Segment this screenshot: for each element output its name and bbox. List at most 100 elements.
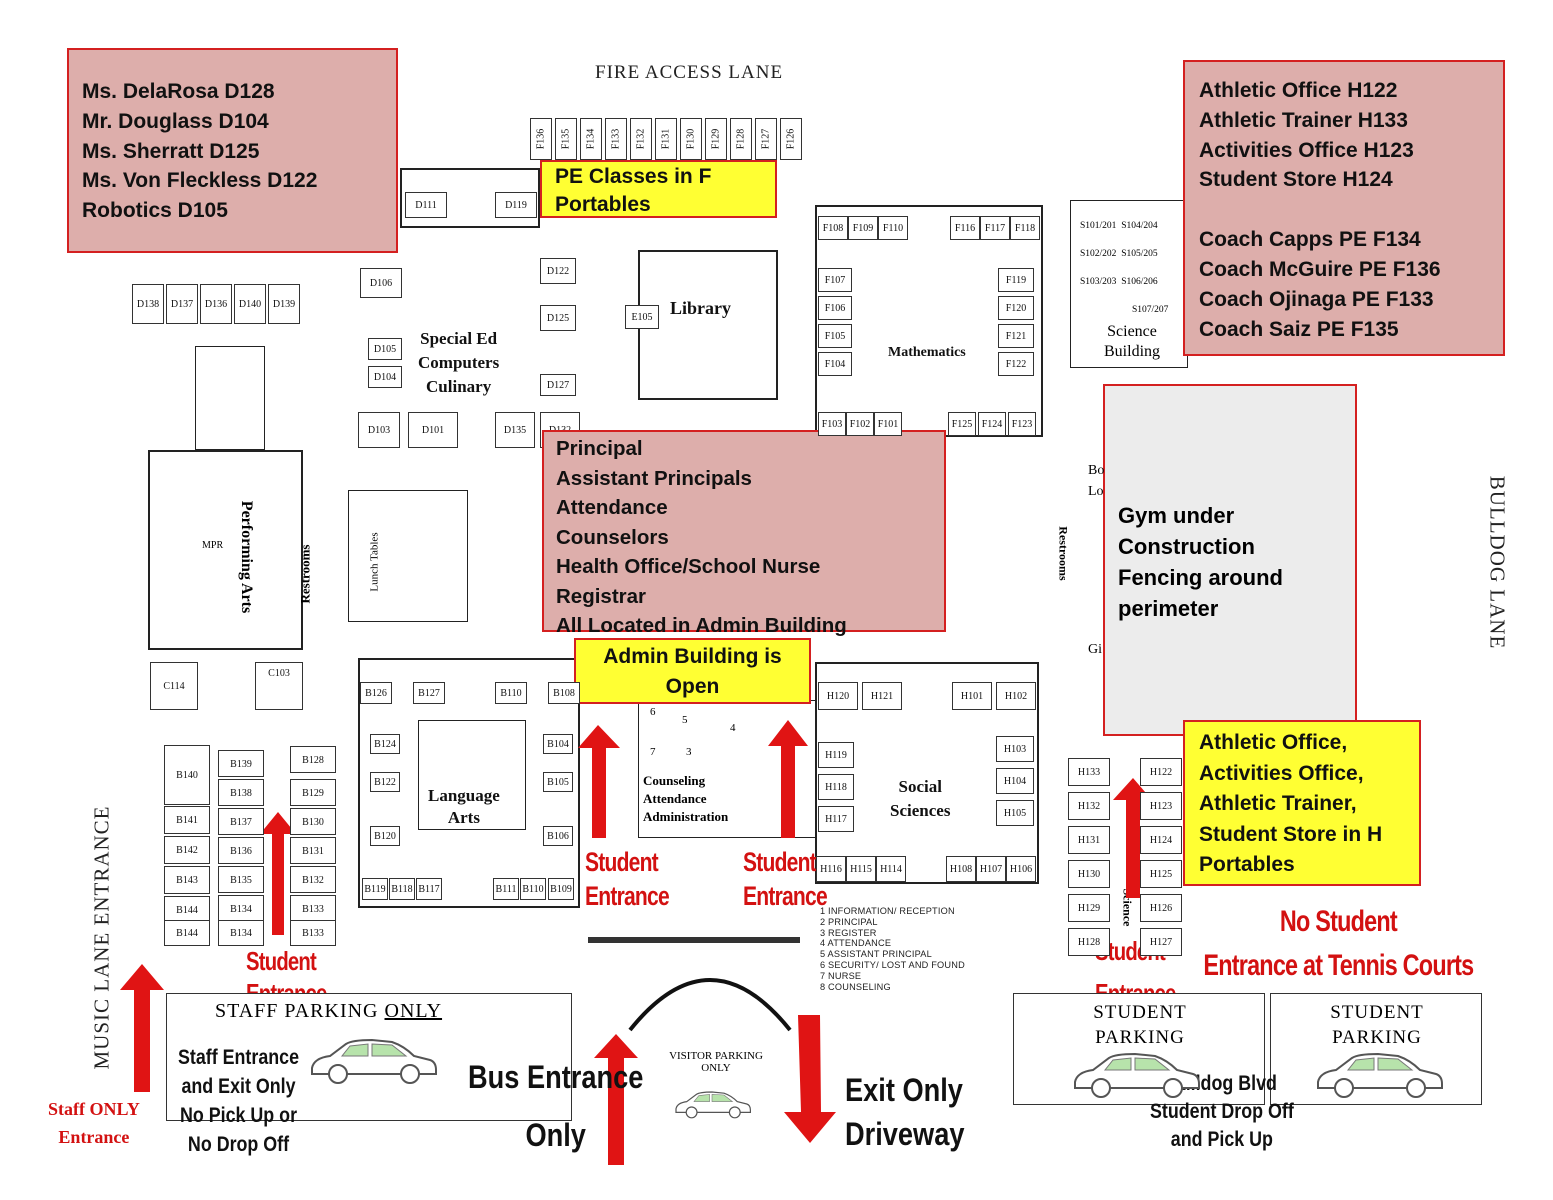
room-f108: F108 [818,216,848,240]
room-d103: D103 [358,412,400,448]
gym-area [1103,384,1357,736]
room-b105: B105 [543,772,573,792]
room-h124: H124 [1140,826,1182,854]
science-rooms: S101/201 S104/204 S102/202 S105/205 S103… [1080,221,1169,315]
room-h123: H123 [1140,792,1182,820]
room-c103: C103 [255,662,303,710]
room-f134-label: F134 [585,128,597,150]
room-f131: F131 [655,118,677,160]
room-b129: B129 [290,779,336,806]
room-h122: H122 [1140,758,1182,786]
room-f119: F119 [998,268,1034,292]
room-f132-label: F132 [635,128,647,150]
h-portables-box: Athletic Office, Activities Office, Athl… [1183,720,1421,886]
room-f125: F125 [948,412,976,436]
room-b134: B134 [218,895,264,922]
room-f105: F105 [818,324,852,348]
language-arts-core [418,720,526,830]
room-e105: E105 [625,305,659,329]
mpr-label: MPR [202,540,224,551]
room-d138: D138 [132,284,164,324]
arrow-down-icon [784,1015,836,1143]
room-b109: B109 [548,878,574,900]
arrow-up-icon [594,1034,638,1165]
room-h127: H127 [1140,928,1182,956]
room-h125: H125 [1140,860,1182,888]
room-f110: F110 [878,216,908,240]
room-b117: B117 [416,878,442,900]
room-h105: H105 [996,800,1034,826]
room-h103: H103 [996,736,1034,762]
room-f127: F127 [755,118,777,160]
room-f109: F109 [848,216,878,240]
room-f128: F128 [730,118,752,160]
room-f117: F117 [980,216,1010,240]
room-f127-label: F127 [760,128,772,150]
room-b111: B111 [493,878,519,900]
room-h104: H104 [996,768,1034,794]
room-f133: F133 [605,118,627,160]
room-b144: B144 [164,896,210,924]
room-h119: H119 [818,742,854,768]
room-h126: H126 [1140,894,1182,922]
room-h115: H115 [846,856,876,882]
room-b133: B133 [290,895,336,922]
room-b124: B124 [370,734,400,754]
performing-arts-lobby [195,346,265,450]
room-h129: H129 [1068,894,1110,922]
room-d104: D104 [368,366,402,388]
room-f124: F124 [978,412,1006,436]
room-d137: D137 [166,284,198,324]
room-c114: C114 [150,662,198,710]
fire-access-lane-label: FIRE ACCESS LANE [595,62,784,83]
room-b127: B127 [413,682,445,704]
room-f126: F126 [780,118,802,160]
arrow-up-icon [578,725,620,838]
room-f126-label: F126 [785,128,797,150]
room-f107: F107 [818,268,852,292]
mathematics-label: Mathematics [888,345,966,360]
room-d111: D111 [405,192,447,218]
room-b136: B136 [218,837,264,864]
room-b144: B144 [164,920,210,946]
room-f131-label: F131 [660,128,672,150]
arrow-up-icon [768,720,808,838]
room-b140: B140 [164,745,210,805]
room-d119: D119 [495,192,537,218]
room-b104: B104 [543,734,573,754]
room-b134: B134 [218,920,264,946]
d-wing-top [400,168,540,228]
room-f120: F120 [998,296,1034,320]
room-h108: H108 [946,856,976,882]
d-teachers-box: Ms. DelaRosa D128 Mr. Douglass D104 Ms. … [67,48,398,253]
room-f136-label: F136 [535,128,547,150]
room-f101: F101 [874,412,902,436]
room-d101: D101 [408,412,458,448]
arrow-up-icon [260,812,296,935]
room-d140: D140 [234,284,266,324]
room-b141: B141 [164,806,210,834]
pe-classes-box: PE Classes in F Portables [540,160,777,218]
room-h102: H102 [996,682,1036,710]
room-b132: B132 [290,866,336,893]
room-b139: B139 [218,750,264,777]
room-b106: B106 [543,826,573,846]
room-h117: H117 [818,806,854,832]
arrow-up-icon [1113,778,1152,898]
room-f104: F104 [818,352,852,376]
